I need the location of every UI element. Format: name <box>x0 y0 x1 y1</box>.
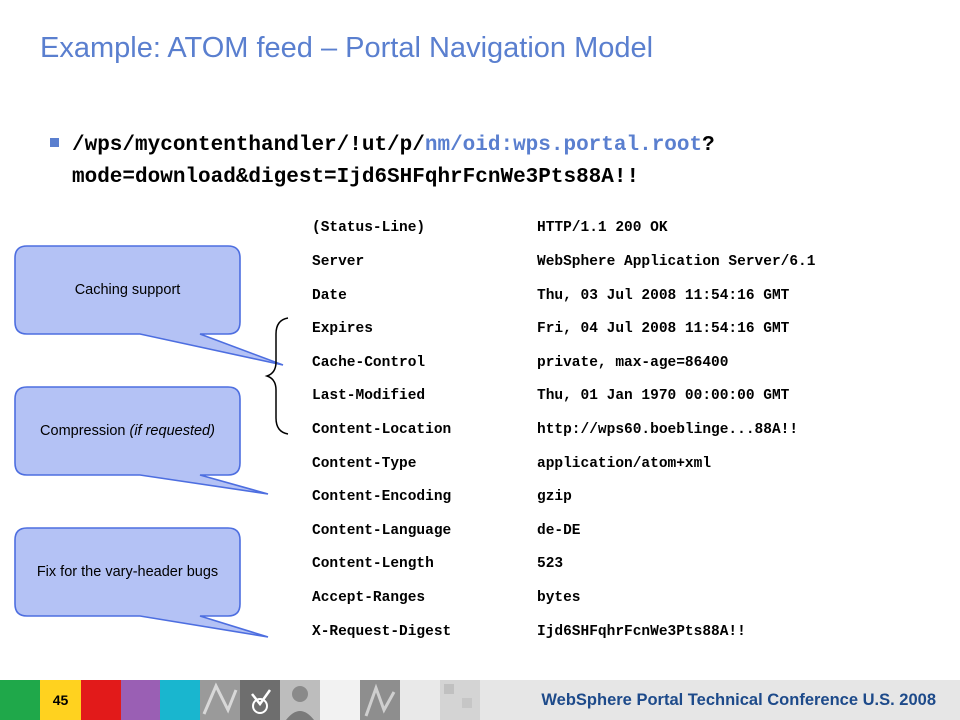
header-name: X-Request-Digest <box>312 624 452 640</box>
page-number: 45 <box>52 692 69 708</box>
vary-callout-label: Fix for the vary-header bugs <box>36 564 219 580</box>
header-value: gzip <box>537 489 572 505</box>
header-value: Thu, 03 Jul 2008 11:54:16 GMT <box>537 288 790 304</box>
header-value: application/atom+xml <box>537 456 712 472</box>
url-line-2: mode=download&digest=Ijd6SHFqhrFcnWe3Pts… <box>72 166 640 189</box>
url-navigation-node: nm/oid:wps.portal.root <box>424 134 703 157</box>
url-path: /wps/mycontenthandler/!ut/p/ <box>72 134 425 157</box>
compression-text: Compression <box>40 423 126 439</box>
footer-photo-strip <box>200 680 480 720</box>
header-value: HTTP/1.1 200 OK <box>537 220 668 236</box>
header-name: Content-Language <box>312 523 452 539</box>
header-value: de-DE <box>537 523 581 539</box>
header-value: private, max-age=86400 <box>537 355 729 371</box>
footer-red-block <box>81 680 121 720</box>
conference-name: WebSphere Portal Technical Conference U.… <box>541 691 936 709</box>
header-value: http://wps60.boeblinge...88A!! <box>537 422 799 438</box>
vary-callout-bubble <box>14 527 269 638</box>
header-name: Content-Type <box>312 456 417 472</box>
footer-grey-band <box>480 680 960 720</box>
header-value: Thu, 01 Jan 1970 00:00:00 GMT <box>537 388 790 404</box>
header-value: Fri, 04 Jul 2008 11:54:16 GMT <box>537 321 790 337</box>
header-name: Accept-Ranges <box>312 590 426 606</box>
header-value: Ijd6SHFqhrFcnWe3Pts88A!! <box>537 624 746 640</box>
caching-callout-bubble <box>14 245 284 366</box>
header-value: WebSphere Application Server/6.1 <box>537 254 816 270</box>
compression-qualifier-text: (if requested) <box>129 423 215 439</box>
footer-bar: 45 WebSphere Portal Technical Conference… <box>0 680 960 720</box>
header-value: 523 <box>537 556 564 572</box>
caching-callout-label: Caching support <box>74 282 181 298</box>
header-name: Expires <box>312 321 373 337</box>
url-query-mark: ? <box>702 134 715 157</box>
header-value: bytes <box>537 590 581 606</box>
footer-purple-block <box>121 680 160 720</box>
curly-brace <box>264 317 289 435</box>
header-name: Server <box>312 254 365 270</box>
header-name: Content-Location <box>312 422 452 438</box>
header-name: Date <box>312 288 347 304</box>
compression-callout-bubble <box>14 386 269 495</box>
footer-cyan-block <box>160 680 200 720</box>
square-bullet-icon <box>50 138 59 147</box>
slide-title: Example: ATOM feed – Portal Navigation M… <box>40 32 654 64</box>
header-name: (Status-Line) <box>312 220 426 236</box>
url-line-1: /wps/mycontenthandler/!ut/p/nm/oid:wps.p… <box>72 134 715 157</box>
header-name: Cache-Control <box>312 355 426 371</box>
footer-yellow-block <box>40 680 81 720</box>
header-name: Content-Encoding <box>312 489 452 505</box>
compression-callout-label: Compression (if requested) <box>25 391 230 471</box>
header-name: Last-Modified <box>312 388 426 404</box>
footer-green-block <box>0 680 40 720</box>
header-name: Content-Length <box>312 556 434 572</box>
